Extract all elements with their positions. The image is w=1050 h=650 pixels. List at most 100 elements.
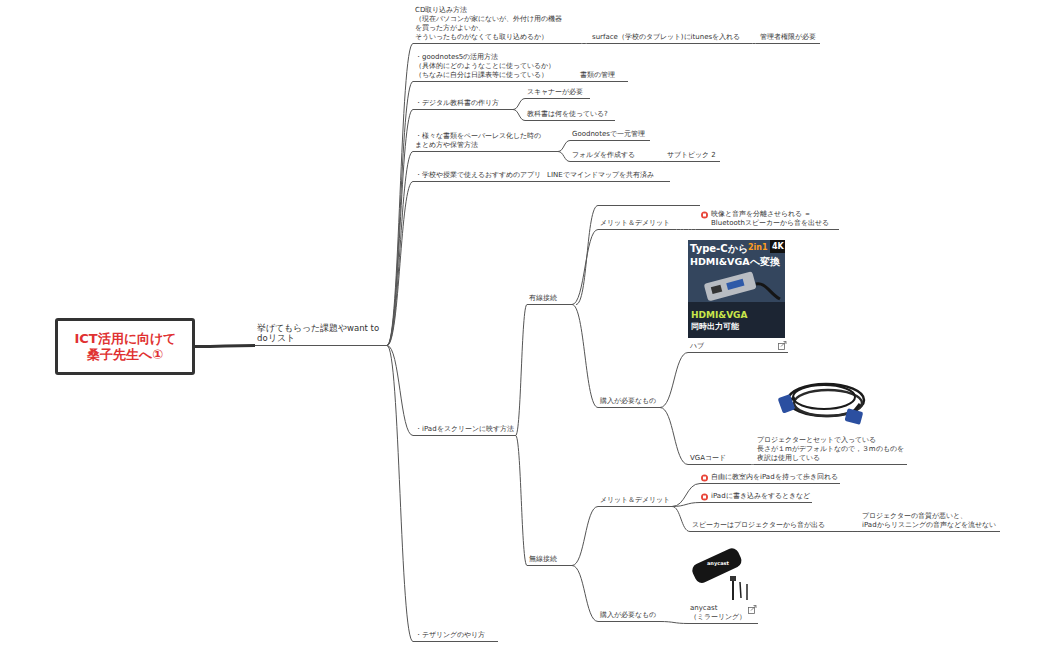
topic-node: ・iPadをスクリーンに映す方法 <box>413 425 516 436</box>
topic-node: ・goodnotes5の活用方法 （具体的にどのようなことに使っているか） （ち… <box>413 53 568 82</box>
branch-connector <box>572 305 598 408</box>
branch-connector <box>572 507 598 566</box>
vga-cable-photo <box>778 384 864 425</box>
topic-text: ・テザリングのやり方 <box>415 631 496 640</box>
topic-node: LINEでマインドマップを共有済み <box>545 171 670 182</box>
topic-node: ・テザリングのやり方 <box>413 631 498 642</box>
topic-node: 映像と音声を分離させられる ＝Bluetoothスピーカーから音を出せる <box>700 210 839 230</box>
branch-connector <box>195 346 255 347</box>
topic-text: ・学校や授業で使えるおすすめのアプリ <box>415 171 541 180</box>
topic-node: 購入が必要なもの <box>598 397 660 408</box>
topic-text: 有線接続 <box>529 294 570 303</box>
product-photo-text: anycast <box>707 561 729 567</box>
product-photo-text: 4K <box>772 243 784 252</box>
product-photo-text: HDMI&VGA <box>691 311 747 321</box>
topic-text: プロジェクターとセットで入っている 長さが１mがデフォルトなので，３mのものを … <box>757 436 905 463</box>
anycast-photo <box>690 546 747 600</box>
branch-connector <box>572 230 598 305</box>
branch-connector <box>672 229 700 230</box>
topic-node: 管理者権限が必要 <box>758 33 820 44</box>
branch-connector <box>513 99 525 110</box>
topic-node: メリット＆デメリット <box>598 496 672 507</box>
topic-text: CD取り込み方法 （現在パソコンが家にないが、外付け用の機器 を買った方がよいか… <box>415 6 563 42</box>
topic-node: 自由に教室内をiPadを持って歩き回れる <box>700 473 840 484</box>
topic-text: 購入が必要なもの <box>600 611 658 620</box>
topic-text: ・goodnotes5の活用方法 （具体的にどのようなことに使っているか） （ち… <box>415 53 556 80</box>
product-photo-text: HDMI&VGAへ変換 <box>690 257 780 267</box>
topic-text: メリット＆デメリット <box>600 496 670 505</box>
topic-node: スキャナーが必要 <box>525 88 590 99</box>
topic-text: surface（学校のタブレット)にitunesを入れる <box>592 33 748 42</box>
topic-text: メリット＆デメリット <box>600 219 670 228</box>
branch-connector <box>660 622 688 624</box>
topic-text: 映像と音声を分離させられる ＝Bluetoothスピーカーから音を出せる <box>711 210 837 228</box>
topic-text: ・iPadをスクリーンに映す方法 <box>415 425 514 434</box>
product-photo-text: 2in1 <box>748 244 768 253</box>
topic-text: 書類の管理 <box>580 71 626 80</box>
topic-node: ・様々な書類をペーパーレス化した時の まとめ方や保管方法 <box>413 132 558 152</box>
topic-text: ・様々な書類をペーパーレス化した時の まとめ方や保管方法 <box>415 132 542 150</box>
topic-text: 教科書は何を使っている? <box>527 110 613 119</box>
hub-photo <box>688 240 785 338</box>
topic-node: 挙げてもらった課題やwant to doリスト <box>255 323 387 346</box>
topic-text: iPadに書き込みをするときなど <box>711 492 810 501</box>
branch-connector <box>850 531 860 532</box>
topic-text: LINEでマインドマップを共有済み <box>547 171 668 180</box>
topic-node: anycast （ミラーリング） <box>688 604 758 624</box>
topic-text: 自由に教室内をiPadを持って歩き回れる <box>711 473 838 482</box>
topic-node: 無線接続 <box>527 555 572 566</box>
topic-node: ・デジタル教科書の作り方 <box>413 99 513 110</box>
product-photo-text: 同時出力可能 <box>691 323 739 332</box>
branch-connector <box>558 152 570 162</box>
topic-text: スピーカーはプロジェクターから音が出る <box>692 521 848 530</box>
branch-connector <box>578 43 590 44</box>
topic-node: メリット＆デメリット <box>598 219 672 230</box>
topic-text: フォルダを作成する <box>572 151 653 160</box>
topic-text: プロジェクターの音質が悪いと、 iPadからリスニングの音声などを流せない <box>862 512 997 530</box>
topic-text: ・デジタル教科書の作り方 <box>415 99 511 108</box>
topic-node: プロジェクターとセットで入っている 長さが１mがデフォルトなので，３mのものを … <box>755 436 907 465</box>
topic-node: VGAコード <box>688 454 750 465</box>
branch-connector <box>387 82 413 346</box>
topic-node: ・学校や授業で使えるおすすめのアプリ <box>413 171 543 182</box>
topic-node: 購入が必要なもの <box>598 611 660 622</box>
branch-connector <box>516 305 527 436</box>
topic-text: スキャナーが必要 <box>527 88 588 97</box>
topic-text: ICT活用に向けて 桑子先生へ① <box>74 331 177 363</box>
topic-node: サブトピック 2 <box>665 151 720 162</box>
branch-connector <box>672 503 700 507</box>
branch-connector <box>655 161 665 162</box>
topic-node: iPadに書き込みをするときなど <box>700 492 812 503</box>
topic-node: フォルダを作成する <box>570 151 655 162</box>
topic-node: 有線接続 <box>527 294 572 305</box>
topic-text: 無線接続 <box>529 555 570 564</box>
topic-node: CD取り込み方法 （現在パソコンが家にないが、外付け用の機器 を買った方がよいか… <box>413 6 578 44</box>
branch-connector <box>387 182 413 346</box>
topic-node: Goodnotesで一元管理 <box>570 130 650 141</box>
branch-connector <box>516 436 527 566</box>
topic-node: 教科書は何を使っている? <box>525 110 615 121</box>
topic-text: サブトピック 2 <box>667 151 718 160</box>
branch-connector <box>660 408 688 465</box>
central-topic: ICT活用に向けて 桑子先生へ① <box>55 318 195 375</box>
topic-text: 管理者権限が必要 <box>760 33 818 42</box>
branch-connector <box>558 141 570 152</box>
blank-topic-line <box>576 206 700 305</box>
topic-text: 購入が必要なもの <box>600 397 658 406</box>
topic-text: ハブ <box>690 342 786 351</box>
topic-node: surface（学校のタブレット)にitunesを入れる <box>590 33 750 44</box>
topic-node: スピーカーはプロジェクターから音が出る <box>690 521 850 532</box>
branch-connector <box>572 566 598 622</box>
branch-connector <box>660 353 688 408</box>
branch-connector <box>387 346 413 436</box>
branch-connector <box>750 43 758 44</box>
branch-connector <box>387 44 413 346</box>
product-photo-text: Type-Cから <box>690 243 748 254</box>
branch-connector <box>513 110 525 121</box>
branch-connector <box>568 81 578 82</box>
topic-node: 書類の管理 <box>578 71 628 82</box>
topic-node: プロジェクターの音質が悪いと、 iPadからリスニングの音声などを流せない <box>860 512 1000 532</box>
branch-connector <box>387 346 413 642</box>
topic-text: Goodnotesで一元管理 <box>572 130 648 139</box>
